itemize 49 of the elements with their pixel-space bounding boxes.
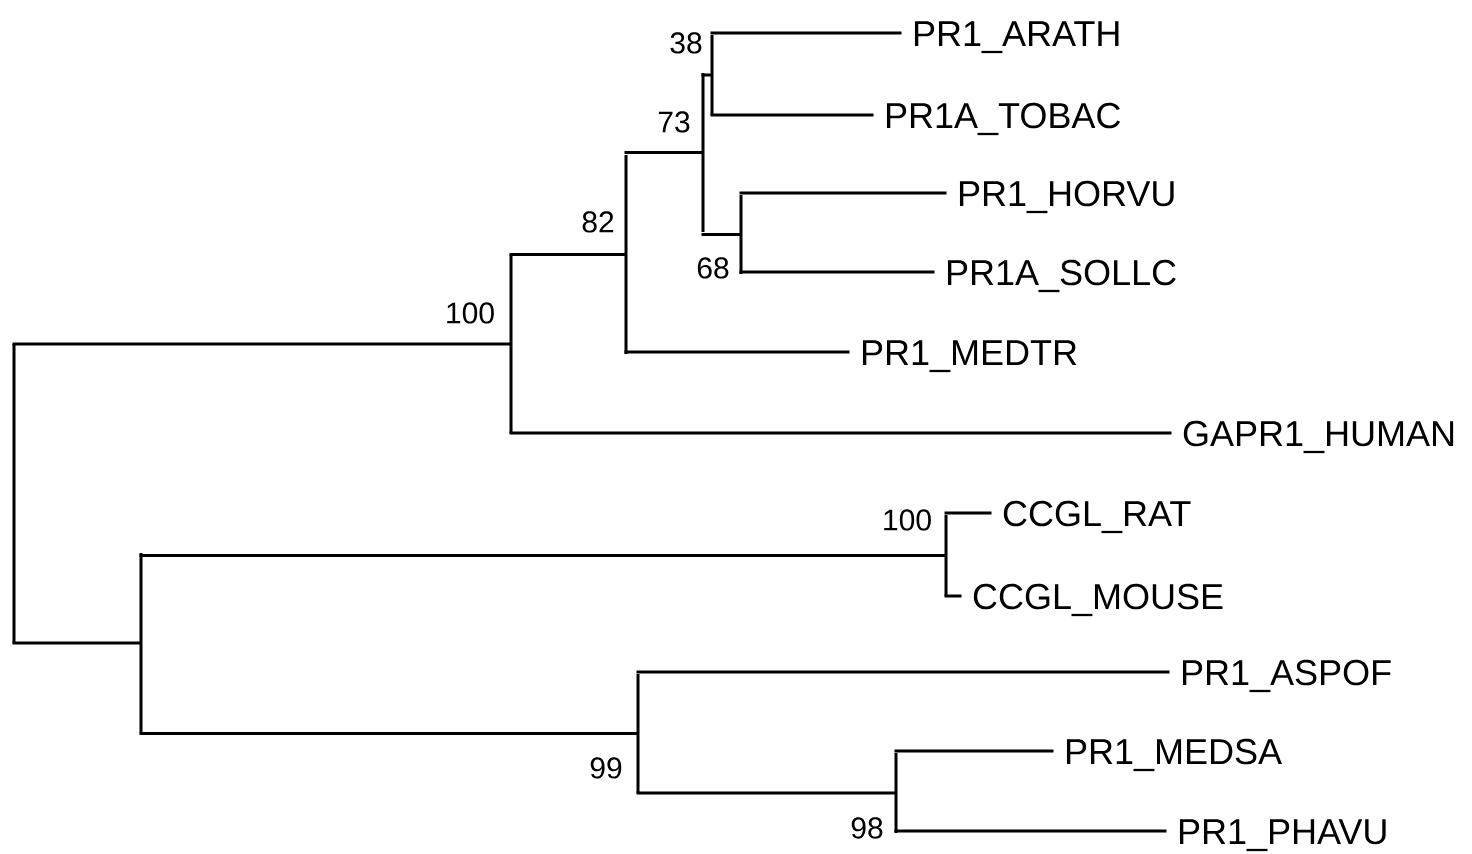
branch-line [739, 270, 935, 274]
branch-line [894, 829, 1167, 833]
branch-junction [894, 753, 898, 833]
taxon-label: PR1A_SOLLC [947, 259, 1176, 293]
bootstrap-value: 100 [447, 302, 494, 324]
bootstrap-value: 73 [658, 111, 690, 133]
branch-line [509, 253, 626, 256]
bootstrap-value: 82 [582, 211, 614, 233]
taxon-label: PR1_ARATH [914, 21, 1119, 54]
branch-line [739, 191, 947, 195]
bootstrap-value: 38 [670, 32, 702, 54]
branch-line [139, 554, 946, 557]
branch-line [624, 350, 850, 354]
bootstrap-value: 68 [697, 257, 729, 279]
taxon-label: CCGL_RAT [1003, 500, 1191, 534]
branch-line [624, 151, 703, 154]
branch-junction [509, 255, 513, 433]
branch-junction [944, 515, 948, 596]
taxon-label: PR1_ASPOF [1182, 659, 1391, 693]
branch-junction [139, 553, 143, 733]
branch-line [139, 732, 638, 735]
branch-line [701, 233, 741, 236]
branch-junction [701, 73, 705, 232]
branch-junction [12, 344, 16, 643]
branch-line [12, 641, 141, 645]
branch-line [944, 511, 992, 515]
branch-line [710, 113, 874, 117]
branch-junction [710, 35, 714, 115]
branch-line [710, 31, 902, 35]
taxon-label: GAPR1_HUMAN [1183, 420, 1454, 454]
branch-line [509, 431, 1172, 435]
taxon-label: PR1_PHAVU [1179, 819, 1386, 852]
branch-junction [636, 674, 640, 793]
branch-line [12, 342, 511, 346]
taxon-label: PR1_MEDTR [862, 340, 1077, 373]
branch-line [894, 749, 1054, 753]
branch-line [944, 594, 962, 598]
branch-line [636, 791, 896, 795]
taxon-label: PR1_MEDSA [1066, 738, 1282, 772]
branch-line [701, 73, 712, 77]
taxon-label: CCGL_MOUSE [973, 583, 1223, 617]
branch-line [636, 670, 1170, 674]
bootstrap-value: 100 [884, 509, 931, 531]
bootstrap-value: 99 [590, 757, 622, 779]
taxon-label: PR1_HORVU [959, 180, 1174, 214]
branch-junction [739, 195, 743, 274]
bootstrap-value: 98 [851, 817, 883, 839]
branch-junction [624, 155, 628, 354]
taxon-label: PR1A_TOBAC [886, 102, 1121, 136]
